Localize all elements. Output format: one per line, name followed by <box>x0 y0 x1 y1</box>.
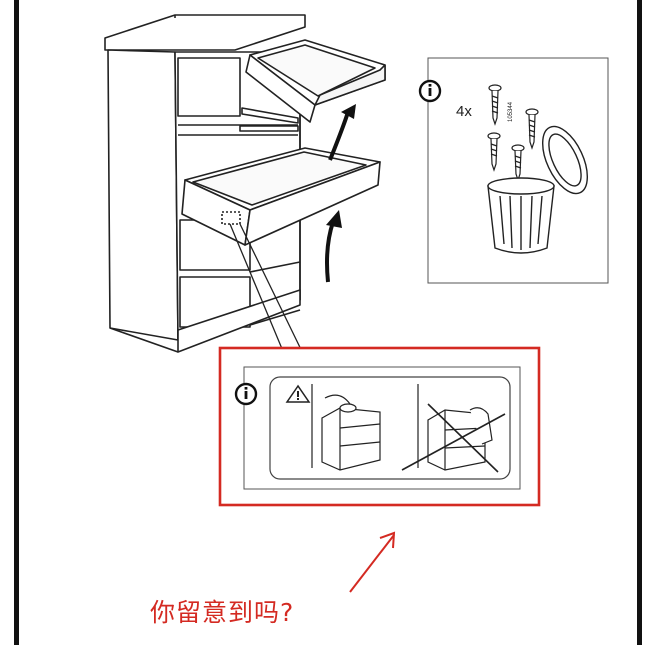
drawer-runners <box>239 107 299 132</box>
tipping-dresser-crossed-icon <box>401 384 506 473</box>
screw-quantity: 4x <box>456 103 472 120</box>
part-number: 105344 <box>508 101 514 122</box>
red-arrow-icon <box>349 531 396 593</box>
warning-triangle-icon <box>285 384 311 403</box>
page-border-right <box>637 0 642 645</box>
wall-anchor-warning-panel <box>218 346 541 507</box>
lift-arrow-lower <box>325 210 342 283</box>
hardware-disposal-panel: 4x 105344 <box>418 57 609 284</box>
open-drawer-upper <box>245 39 386 123</box>
screw-icon <box>487 84 539 182</box>
open-drawer-lower <box>181 147 381 246</box>
anchored-dresser-icon <box>311 384 381 471</box>
callout-lines <box>229 223 311 369</box>
annotation-caption: 你留意到吗? <box>150 598 295 627</box>
info-icon <box>234 382 258 406</box>
trash-bin-icon <box>487 125 589 254</box>
lift-arrow-upper <box>328 104 356 161</box>
dresser-illustration <box>104 14 386 353</box>
page-border-left <box>14 0 19 645</box>
info-icon <box>418 79 442 103</box>
